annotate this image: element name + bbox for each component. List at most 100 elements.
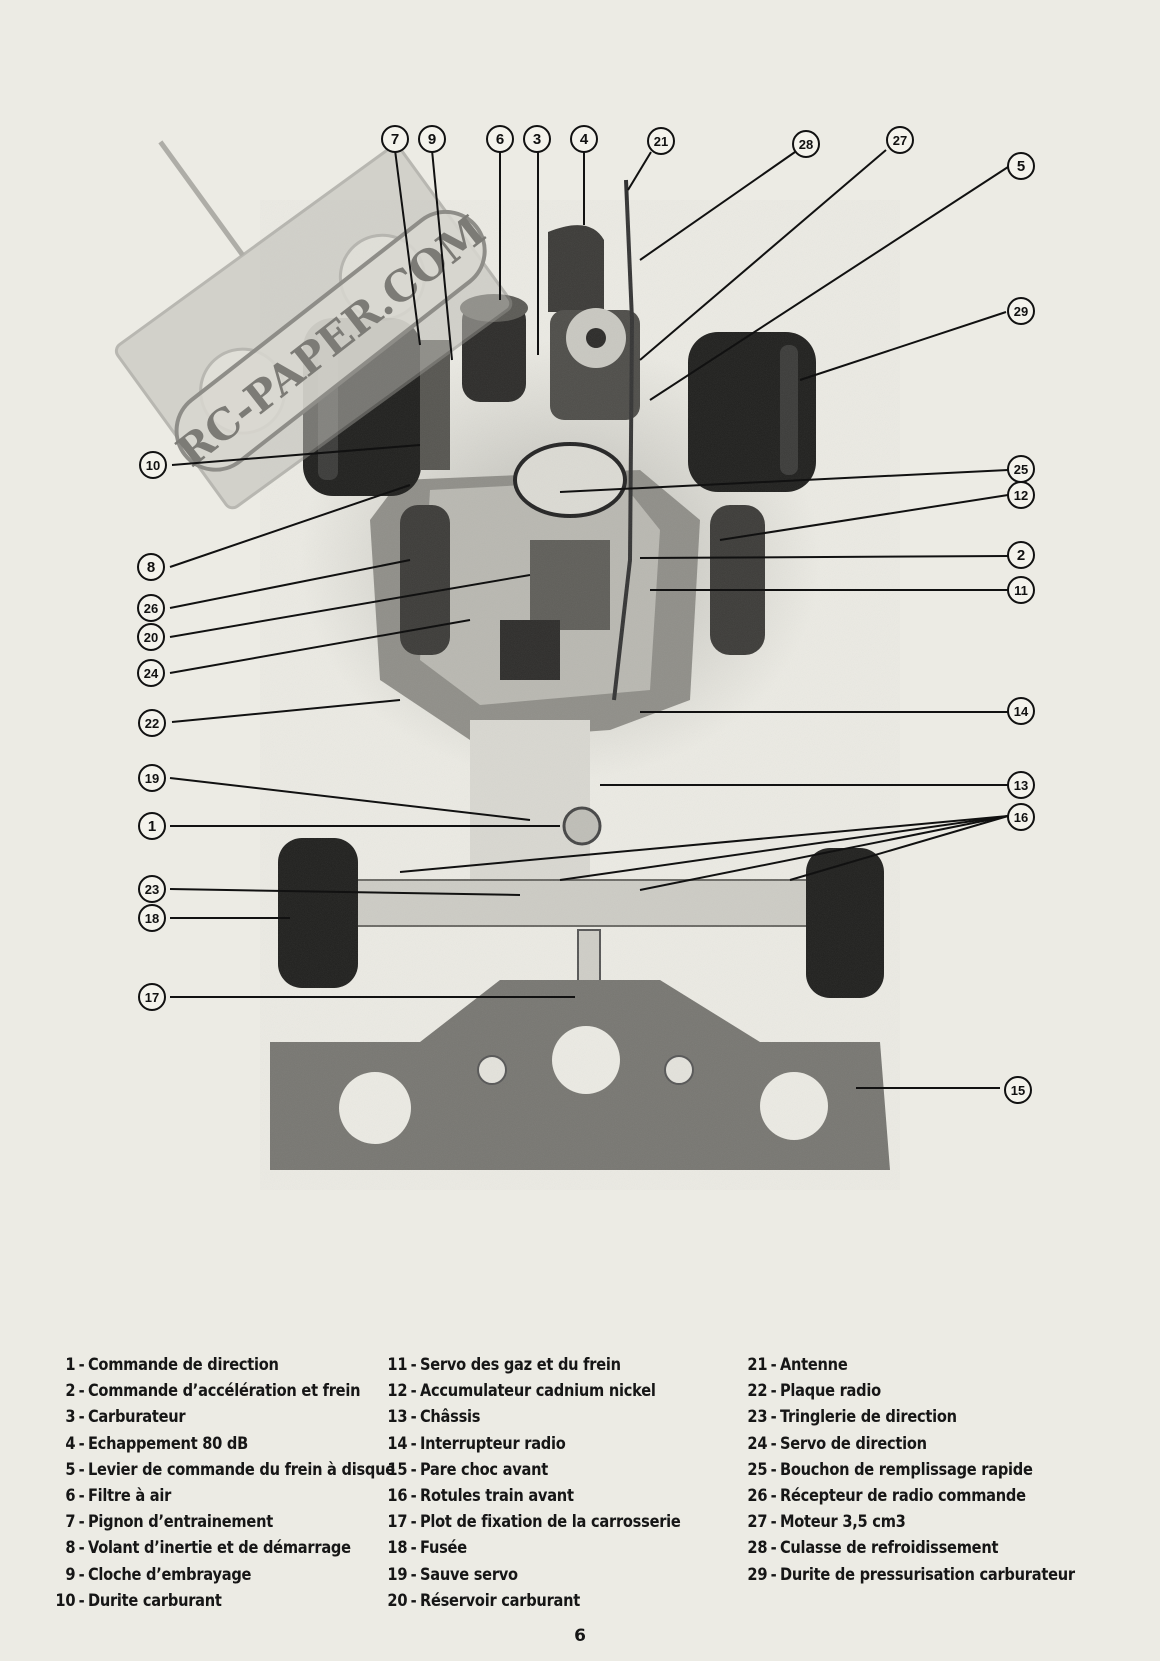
- legend-text: Accumulateur cadnium nickel: [419, 1381, 656, 1402]
- legend-text: Antenne: [779, 1355, 848, 1375]
- callout-circle: [523, 125, 551, 153]
- legend-number: 10: [55, 1590, 76, 1611]
- callout-2: 2: [1007, 541, 1035, 569]
- callout-number: 25: [1014, 462, 1028, 477]
- legend-number: 20: [387, 1590, 408, 1611]
- callout-circle: [381, 125, 409, 153]
- callout-number: 1: [148, 818, 156, 835]
- callout-circle: [1007, 771, 1035, 799]
- legend-separator: -: [78, 1485, 85, 1506]
- callout-number: 17: [145, 990, 159, 1005]
- callout-number: 27: [893, 133, 907, 148]
- callout-circle: [1007, 152, 1035, 180]
- callout-number: 13: [1014, 778, 1028, 793]
- legend-separator: -: [410, 1564, 417, 1585]
- legend-number: 1: [65, 1355, 76, 1375]
- legend-text: Plot de fixation de la carrosserie: [419, 1512, 681, 1533]
- legend-item: 23-Tringlerie de direction: [738, 1404, 1075, 1430]
- callout-number: 18: [145, 911, 159, 926]
- legend-separator: -: [78, 1512, 85, 1533]
- callout-number: 14: [1014, 704, 1029, 719]
- legend-item: 25-Bouchon de remplissage rapide: [738, 1457, 1075, 1483]
- legend-number: 9: [65, 1564, 76, 1585]
- legend-text: Bouchon de remplissage rapide: [779, 1459, 1033, 1480]
- legend-number: 8: [65, 1538, 76, 1559]
- callout-circle: [137, 659, 165, 687]
- callout-number: 11: [1014, 583, 1028, 598]
- callout-number: 12: [1014, 488, 1028, 503]
- callout-circle: [137, 594, 165, 622]
- legend-text: Cloche d’embrayage: [87, 1564, 252, 1585]
- legend-separator: -: [770, 1538, 777, 1559]
- callout-circle: [1004, 1076, 1032, 1104]
- callout-circle: [138, 764, 166, 792]
- callout-circle: [1007, 297, 1035, 325]
- callout-number: 29: [1014, 304, 1028, 319]
- legend-number: 17: [387, 1512, 408, 1533]
- legend-number: 14: [387, 1433, 408, 1454]
- legend-item: 13-Châssis: [378, 1404, 681, 1430]
- legend-text: Echappement 80 dB: [87, 1433, 249, 1454]
- legend-number: 12: [387, 1381, 408, 1402]
- legend-item: 2-Commande d’accélération et frein: [46, 1378, 395, 1404]
- legend-item: 24-Servo de direction: [738, 1431, 1075, 1457]
- legend-column-2: 11 - Servo des gaz et du frein 12 - Accumulat…: [378, 1352, 730, 1614]
- callout-circle: [138, 983, 166, 1011]
- legend-text: Rotules train avant: [419, 1485, 574, 1506]
- legend-item: 3-Carburateur: [46, 1404, 395, 1430]
- callout-circle: [1007, 576, 1035, 604]
- callout-19: 19: [138, 764, 166, 792]
- callout-number: 15: [1011, 1083, 1025, 1098]
- callout-24: 24: [137, 659, 165, 687]
- callout-27: 27: [886, 126, 914, 154]
- legend-number: 3: [65, 1407, 76, 1428]
- legend-text: Récepteur de radio commande: [779, 1485, 1026, 1506]
- legend-number: 11: [387, 1355, 408, 1375]
- callout-circle: [486, 125, 514, 153]
- callout-number: 28: [799, 137, 813, 152]
- callout-7: 7: [381, 125, 409, 153]
- callout-circle: [1007, 803, 1035, 831]
- callout-18: 18: [138, 904, 166, 932]
- legend-separator: -: [78, 1433, 85, 1454]
- legend-item: 27-Moteur 3,5 cm3: [738, 1509, 1075, 1535]
- legend-text: Volant d’inertie et de démarrage: [87, 1538, 351, 1559]
- legend-separator: -: [78, 1459, 85, 1480]
- legend-item: 15-Pare choc avant: [378, 1457, 681, 1483]
- callout-25: 25: [1007, 455, 1035, 483]
- callout-circle: [1007, 455, 1035, 483]
- callout-16: 16: [1007, 803, 1035, 831]
- legend-text: Servo des gaz et du frein: [419, 1355, 621, 1375]
- legend-number: 18: [387, 1538, 408, 1559]
- legend-item: 29-Durite de pressurisation carburateur: [738, 1562, 1075, 1588]
- legend-item: 9-Cloche d’embrayage: [46, 1562, 395, 1588]
- legend-separator: -: [78, 1538, 85, 1559]
- callout-number: 16: [1014, 810, 1028, 825]
- legend-text: Filtre à air: [87, 1485, 172, 1506]
- callout-circle: [570, 125, 598, 153]
- callout-number: 7: [391, 131, 399, 148]
- callout-6: 6: [486, 125, 514, 153]
- legend-separator: -: [410, 1433, 417, 1454]
- callout-circle: [1007, 541, 1035, 569]
- legend-number: 29: [747, 1564, 768, 1585]
- legend-text: Châssis: [419, 1407, 481, 1428]
- callout-number: 21: [654, 134, 668, 149]
- legend-number: 21: [747, 1355, 768, 1375]
- legend-item: 16-Rotules train avant: [378, 1483, 681, 1509]
- legend-item: 10-Durite carburant: [46, 1588, 395, 1614]
- callout-10: 10: [139, 451, 167, 479]
- callout-circle: [138, 709, 166, 737]
- callout-29: 29: [1007, 297, 1035, 325]
- legend-item: 26-Récepteur de radio commande: [738, 1483, 1075, 1509]
- callout-circle: [137, 623, 165, 651]
- legend-item: 18-Fusée: [378, 1535, 681, 1561]
- legend-number: 4: [65, 1433, 76, 1454]
- callout-number: 6: [496, 131, 504, 148]
- legend-separator: -: [770, 1512, 777, 1533]
- callout-circle: [138, 812, 166, 840]
- legend-text: Pignon d’entrainement: [87, 1512, 273, 1533]
- legend-text: Pare choc avant: [419, 1459, 549, 1480]
- callout-number: 10: [146, 458, 160, 473]
